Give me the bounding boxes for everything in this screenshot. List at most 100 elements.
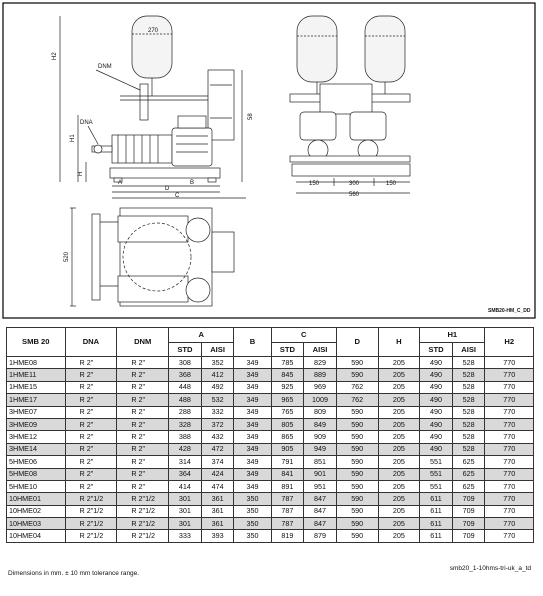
cell-h2: 770 <box>484 529 534 543</box>
cell-d: 590 <box>335 355 379 370</box>
cell-c-std: 965 <box>270 393 305 407</box>
cell-c-std: 787 <box>270 504 305 519</box>
technical-drawing: 270 H2 H1 H 58 DNM DNA A B D C 150 300 1… <box>2 2 536 319</box>
dna-label: DNA <box>80 120 93 126</box>
cell-dna: R 2" <box>64 442 118 457</box>
col-model: SMB 20 <box>6 327 66 357</box>
col-c-aisi: AISI <box>303 342 337 357</box>
cell-h1-std: 490 <box>419 405 453 419</box>
cell-model: 3HME12 <box>6 430 66 444</box>
cell-c-std: 787 <box>270 517 305 531</box>
cell-h1-aisi: 625 <box>451 455 486 469</box>
cell-c-aisi: 829 <box>303 355 337 370</box>
cell-h1-std: 611 <box>419 529 453 543</box>
cell-d: 590 <box>335 467 379 481</box>
cell-h2: 770 <box>484 479 534 494</box>
cell-b: 349 <box>233 455 272 469</box>
cell-model: 3HME14 <box>6 442 66 457</box>
cell-b: 349 <box>233 393 272 407</box>
cell-dna: R 2" <box>64 380 118 395</box>
cell-a-std: 301 <box>168 492 202 506</box>
cell-h1-aisi: 528 <box>451 417 486 432</box>
col-d: D <box>335 327 379 357</box>
cell-d: 590 <box>335 442 379 457</box>
right-height-label: 58 <box>248 113 254 120</box>
cell-model: 3HME09 <box>6 417 66 432</box>
cell-model: 1HME15 <box>6 380 66 395</box>
col-c: C <box>270 327 337 343</box>
cell-d: 590 <box>335 405 379 419</box>
front-dim-left: 150 <box>309 181 320 187</box>
cell-h1-aisi: 709 <box>451 492 486 506</box>
tank-right <box>364 15 406 83</box>
plan-view-labels: 520 <box>64 251 70 262</box>
cell-d: 762 <box>335 393 379 407</box>
dim-b-label: B <box>190 180 194 186</box>
cell-h: 205 <box>377 467 421 481</box>
cell-a-std: 308 <box>168 355 202 370</box>
cell-model: 1HME08 <box>6 355 66 370</box>
cell-dna: R 2"1/2 <box>64 492 118 506</box>
cell-h2: 770 <box>484 417 534 432</box>
cell-h1-aisi: 625 <box>451 479 486 494</box>
cell-model: 5HME10 <box>6 479 66 494</box>
cell-dnm: R 2" <box>116 430 170 444</box>
cell-h1-aisi: 528 <box>451 380 486 395</box>
cell-dnm: R 2" <box>116 380 170 395</box>
cell-model: 5HME08 <box>6 467 66 481</box>
cell-a-aisi: 361 <box>200 504 235 519</box>
cell-h: 205 <box>377 479 421 494</box>
pump-motor <box>171 127 213 167</box>
cell-c-aisi: 847 <box>303 492 337 506</box>
cell-a-std: 314 <box>168 455 202 469</box>
cell-dnm: R 2" <box>116 467 170 481</box>
base-frame <box>109 167 221 179</box>
cell-c-std: 765 <box>270 405 305 419</box>
cell-a-aisi: 393 <box>200 529 235 543</box>
cell-dna: R 2" <box>64 393 118 407</box>
cell-h2: 770 <box>484 380 534 395</box>
cell-dnm: R 2" <box>116 479 170 494</box>
cell-dnm: R 2"1/2 <box>116 529 170 543</box>
cell-c-aisi: 909 <box>303 430 337 444</box>
drawing-frame <box>2 2 536 319</box>
cell-c-std: 819 <box>270 529 305 543</box>
cell-b: 349 <box>233 417 272 432</box>
cell-a-std: 288 <box>168 405 202 419</box>
motor-left <box>299 111 337 141</box>
cell-c-aisi: 847 <box>303 517 337 531</box>
col-h1: H1 <box>419 327 486 343</box>
front-base <box>291 163 411 177</box>
cell-a-std: 301 <box>168 504 202 519</box>
dim-c-label: C <box>175 193 180 199</box>
cell-b: 349 <box>233 442 272 457</box>
cell-dnm: R 2" <box>116 368 170 382</box>
cell-h1-std: 490 <box>419 430 453 444</box>
col-b: B <box>233 327 272 357</box>
cell-dnm: R 2"1/2 <box>116 492 170 506</box>
cell-c-std: 787 <box>270 492 305 506</box>
cell-dna: R 2" <box>64 355 118 370</box>
cell-b: 349 <box>233 368 272 382</box>
cell-h1-aisi: 625 <box>451 467 486 481</box>
cell-h1-std: 611 <box>419 504 453 519</box>
cell-h1-aisi: 528 <box>451 393 486 407</box>
cell-dnm: R 2" <box>116 355 170 370</box>
cell-model: 10HME03 <box>6 517 66 531</box>
cell-model: 3HME07 <box>6 405 66 419</box>
cell-b: 350 <box>233 517 272 531</box>
cell-h2: 770 <box>484 467 534 481</box>
tank-left <box>296 15 338 83</box>
cell-c-aisi: 849 <box>303 417 337 432</box>
dim-d-label: D <box>165 186 170 192</box>
cell-c-aisi: 949 <box>303 442 337 457</box>
cell-c-std: 805 <box>270 417 305 432</box>
cell-h2: 770 <box>484 504 534 519</box>
cell-a-aisi: 424 <box>200 467 235 481</box>
